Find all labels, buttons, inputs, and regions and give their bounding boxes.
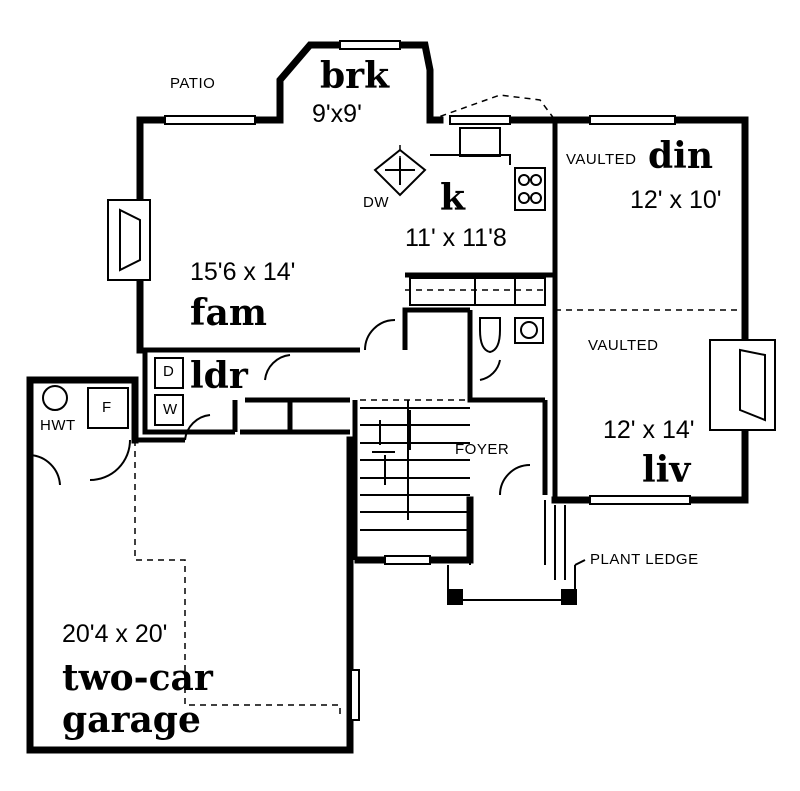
- garage-dims: 20'4 x 20': [62, 620, 168, 648]
- garage-name-line1: two-car: [62, 657, 213, 699]
- dashed-lines: [134, 94, 745, 715]
- fireplace-living: [709, 339, 776, 431]
- interior-walls: [135, 120, 558, 560]
- washer-label: W: [163, 401, 178, 418]
- family-name: fam: [190, 292, 267, 334]
- doors: [29, 319, 531, 496]
- breakfast-name: brk: [320, 55, 390, 97]
- living-dims: 12' x 14': [603, 416, 695, 444]
- garage-name-line2: garage: [62, 699, 201, 741]
- family-dims: 15'6 x 14': [190, 258, 296, 286]
- stairs: [360, 400, 470, 531]
- living-name: liv: [642, 449, 691, 491]
- dishwasher-label: DW: [363, 194, 389, 211]
- kitchen-fixtures: [373, 127, 546, 306]
- furnace-label: F: [102, 399, 112, 416]
- fireplace-family: [107, 199, 151, 281]
- breakfast-dims: 9'x9': [312, 100, 362, 128]
- plant-ledge-label: PLANT LEDGE: [590, 551, 699, 568]
- dryer-label: D: [163, 363, 175, 380]
- porch-and-ledge: [447, 500, 586, 605]
- foyer-label: FOYER: [455, 441, 510, 458]
- dining-dims: 12' x 10': [630, 186, 722, 214]
- laundry-fixtures: [42, 357, 184, 429]
- kitchen-name: k: [440, 177, 465, 219]
- dining-vaulted-label: VAULTED: [566, 151, 637, 168]
- patio-label: PATIO: [170, 75, 216, 92]
- hot-water-tank-label: HWT: [40, 417, 76, 434]
- kitchen-dims: 11' x 11'8: [405, 224, 507, 252]
- laundry-name: ldr: [190, 355, 248, 397]
- dining-name: din: [648, 135, 714, 177]
- living-vaulted-label: VAULTED: [588, 337, 659, 354]
- bath-fixtures: [479, 317, 544, 354]
